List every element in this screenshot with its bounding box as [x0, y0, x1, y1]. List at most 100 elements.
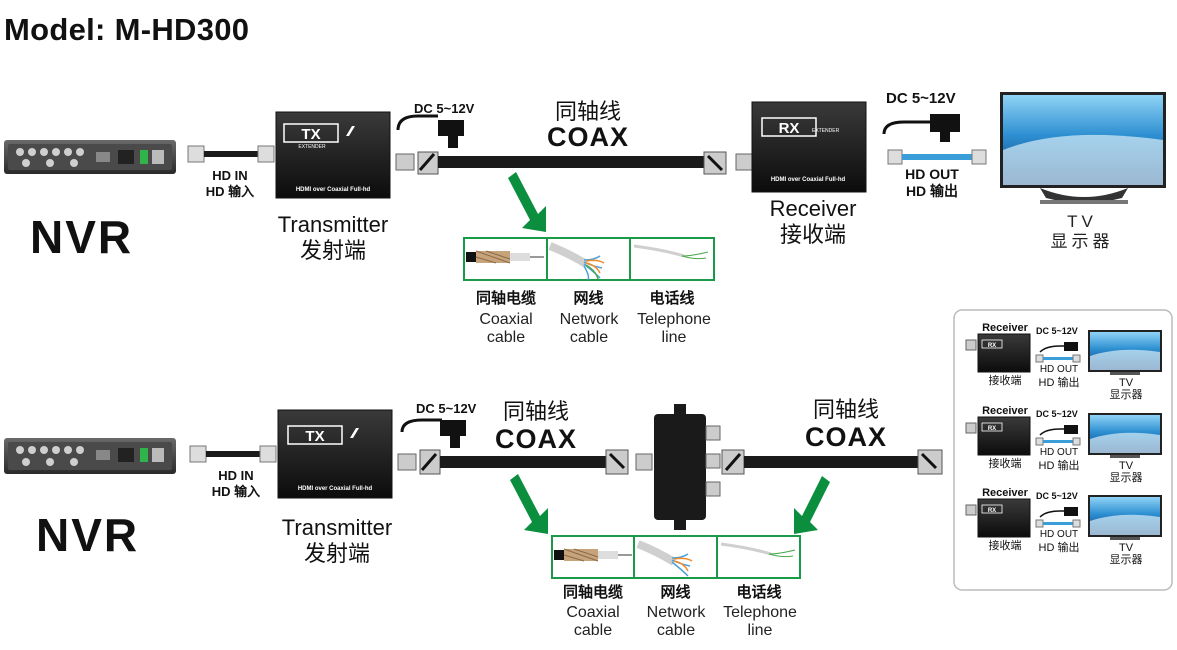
cable-network-en1: Network — [646, 604, 706, 621]
mini-receiver-cn: 接收端 — [988, 540, 1022, 552]
transmitter-name-cn: 发射端 — [303, 541, 370, 567]
svg-text:HDMI over Coaxial Full-hd: HDMI over Coaxial Full-hd — [298, 486, 373, 492]
arrow-bottom-left — [510, 474, 548, 534]
hd-out-en: HD OUT — [905, 166, 959, 182]
svg-text:RX: RX — [988, 343, 996, 349]
mini-tv-cn: 显示器 — [1109, 554, 1143, 566]
cable-coax-en1: Coaxial — [566, 604, 620, 621]
arrow-bottom-right — [794, 476, 830, 534]
cable-telephone-cn-bottom: 电话线 — [736, 584, 782, 601]
hd-in-cn: HD 输入 — [205, 183, 255, 199]
coax-cn-top: 同轴线 — [554, 99, 621, 124]
coax-en-bottom-right: COAX — [804, 422, 887, 452]
nvr-device-bottom — [4, 438, 176, 474]
mini-tv-en: TV — [1118, 542, 1134, 554]
receiver-name-en: Receiver — [769, 196, 857, 221]
cable-network-en-top: Network cable — [543, 311, 635, 346]
cable-telephone-en1: Telephone — [723, 604, 797, 621]
receiver-name-cn: 接收端 — [779, 222, 846, 248]
hdmi-cable-in-top — [187, 145, 275, 163]
cable-telephone-en2: line — [661, 328, 687, 346]
mini-receiver-label: Receiver — [982, 322, 1028, 334]
tv-cn: 显示器 — [1050, 232, 1114, 252]
mini-receiver-label: Receiver — [982, 487, 1028, 499]
mini-hd-out-cn: HD 输出 — [1038, 460, 1080, 472]
receiver-label-top: Receiver 接收端 — [740, 196, 886, 249]
transmitter-label-top: Transmitter 发射端 — [258, 212, 408, 265]
svg-text:EXTENDER: EXTENDER — [812, 128, 840, 134]
mini-hd-out-en: HD OUT — [1039, 447, 1079, 458]
cable-coax-en-bottom: Coaxial cable — [548, 604, 638, 639]
power-adapter-tx-top — [396, 114, 464, 148]
coax-cn-bottom-right: 同轴线 — [812, 397, 879, 422]
cable-network-cn-top: 网线 — [573, 290, 604, 307]
cable-coax-en2: cable — [573, 621, 613, 639]
svg-text:RX: RX — [779, 120, 800, 137]
cable-panel-bottom — [551, 535, 801, 579]
hd-out-cn: HD 输出 — [905, 182, 959, 199]
mini-receiver-row: RX — [965, 495, 1162, 540]
svg-text:TX: TX — [301, 126, 320, 143]
svg-text:RX: RX — [988, 508, 996, 514]
nvr-device-top — [4, 140, 176, 174]
hdmi-cable-in-bottom — [189, 445, 277, 463]
mini-hd-out-en: HD OUT — [1039, 529, 1079, 540]
coax-en-bottom-left: COAX — [494, 424, 577, 454]
hd-in-en: HD IN — [218, 468, 254, 483]
transmitter-name-en: Transmitter — [281, 515, 393, 540]
tv-label-top: TV 显示器 — [1030, 212, 1134, 253]
mini-tv-cn: 显示器 — [1109, 389, 1143, 401]
transmitter-name-en: Transmitter — [277, 212, 389, 237]
arrow-top — [508, 172, 546, 232]
cable-telephone-en-bottom: Telephone line — [712, 604, 808, 639]
hd-in-cn: HD 输入 — [211, 483, 261, 499]
receiver-box-top: RX EXTENDER HDMI over Coaxial Full-hd — [751, 101, 867, 193]
hd-in-label-bottom: HD IN HD 输入 — [196, 468, 276, 499]
cable-telephone-cn-top: 电话线 — [649, 290, 695, 307]
hd-out-label-top: HD OUT HD 输出 — [892, 166, 972, 200]
dc-label-tx-top: DC 5~12V — [414, 101, 475, 116]
coax-cn-bottom-left: 同轴线 — [502, 399, 569, 424]
transmitter-box-top: TX EXTENDER HDMI over Coaxial Full-hd — [275, 111, 391, 199]
mini-receiver-row: RX — [965, 413, 1162, 458]
cable-telephone-en2: line — [747, 621, 773, 639]
svg-text:HDMI over Coaxial Full-hd: HDMI over Coaxial Full-hd — [771, 177, 846, 183]
hdmi-cable-out-top — [887, 149, 987, 165]
cable-coax-cn-top: 同轴电缆 — [475, 290, 536, 307]
cable-telephone-en1: Telephone — [637, 311, 711, 328]
cable-coax-en2: cable — [486, 328, 526, 346]
hd-in-label-top: HD IN HD 输入 — [190, 168, 270, 199]
nvr-label-bottom: NVR — [36, 509, 140, 561]
cable-coax-en1: Coaxial — [479, 311, 533, 328]
mini-receiver-cn: 接收端 — [988, 375, 1022, 387]
cable-network-cn-bottom: 网线 — [660, 584, 691, 601]
mini-receiver-row: RX — [965, 330, 1162, 375]
mini-hd-out-cn: HD 输出 — [1038, 377, 1080, 389]
hd-in-en: HD IN — [212, 168, 248, 183]
mini-receiver-cn: 接收端 — [988, 458, 1022, 470]
cable-telephone-en-top: Telephone line — [626, 311, 722, 346]
cable-coax-en-top: Coaxial cable — [460, 311, 552, 346]
nvr-label-top: NVR — [30, 211, 134, 263]
cable-panel-top — [463, 237, 715, 281]
coax-line-bottom-right — [721, 449, 943, 475]
transmitter-box-bottom: TX HDMI over Coaxial Full-hd — [277, 409, 393, 499]
model-title: Model: M-HD300 — [4, 12, 250, 47]
svg-text:RX: RX — [988, 426, 996, 432]
mini-tv-cn: 显示器 — [1109, 472, 1143, 484]
coax-line-top — [395, 151, 753, 175]
mini-dc-label: DC 5~12V — [1036, 326, 1078, 336]
svg-text:HDMI over Coaxial Full-hd: HDMI over Coaxial Full-hd — [296, 187, 371, 193]
splitter-box — [654, 404, 721, 530]
cable-network-en1: Network — [559, 311, 619, 328]
mini-tv-en: TV — [1118, 377, 1134, 389]
coax-en-top: COAX — [546, 122, 629, 152]
svg-text:TX: TX — [305, 428, 324, 445]
transmitter-name-cn: 发射端 — [299, 238, 366, 264]
mini-hd-out-cn: HD 输出 — [1038, 542, 1080, 554]
dc-label-tx-bottom: DC 5~12V — [416, 401, 477, 416]
mini-dc-label: DC 5~12V — [1036, 491, 1078, 501]
coax-line-bottom-left — [397, 449, 653, 475]
cable-network-en2: cable — [569, 328, 609, 346]
dc-label-rx-top: DC 5~12V — [886, 90, 956, 107]
